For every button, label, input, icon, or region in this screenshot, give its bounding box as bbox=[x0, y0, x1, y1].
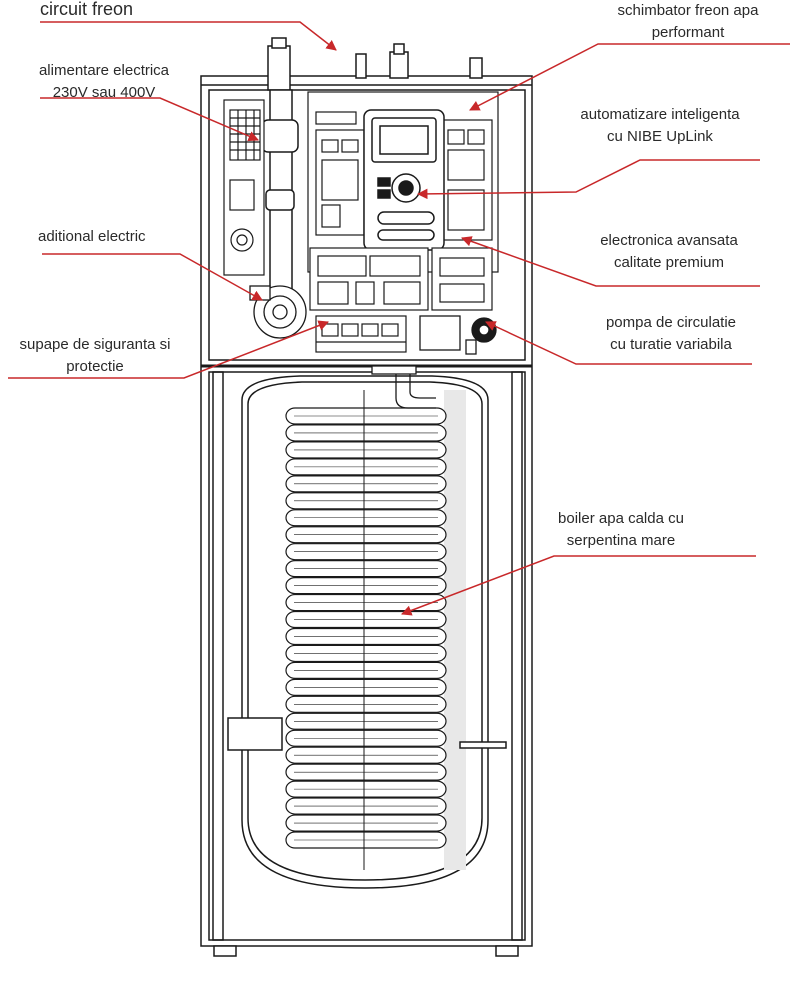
display-controller-unit bbox=[363, 109, 445, 251]
safety-valves-block bbox=[315, 315, 407, 353]
label-supape: supape de siguranta si protectie bbox=[19, 336, 171, 375]
leader-schimbator bbox=[469, 43, 790, 111]
leader-pompa bbox=[485, 321, 752, 365]
label-circuit-freon: circuit freon bbox=[40, 0, 134, 19]
leader-supape bbox=[8, 320, 329, 379]
coil-inlet-pipe bbox=[371, 365, 436, 409]
cabinet-feet bbox=[213, 945, 519, 957]
heating-coil bbox=[285, 390, 447, 870]
label-boiler: boiler apa calda cu serpentina mare bbox=[558, 510, 684, 549]
leader-aditional bbox=[42, 253, 263, 301]
label-electronica: electronica avansata calitate premium bbox=[600, 232, 738, 271]
leader-boiler bbox=[401, 555, 756, 616]
leader-alimentare bbox=[40, 97, 259, 142]
electric-heater-fan bbox=[249, 285, 307, 339]
label-aditional: aditional electric bbox=[38, 228, 146, 245]
top-pipe-connections bbox=[267, 37, 483, 91]
leader-lines bbox=[8, 21, 790, 616]
label-pompa: pompa de circulatie cu turatie variabila bbox=[605, 314, 737, 353]
label-alimentare: alimentare electrica 230V sau 400V bbox=[38, 62, 170, 101]
leader-circuit-freon bbox=[40, 21, 337, 51]
lower-electronics bbox=[309, 247, 493, 311]
power-supply-terminal-block bbox=[223, 99, 265, 276]
leader-electronica bbox=[461, 236, 760, 287]
leader-automatizare bbox=[416, 159, 760, 200]
vertical-pipe bbox=[261, 89, 299, 291]
label-automatizare: automatizare inteligenta cu NIBE UpLink bbox=[580, 106, 740, 145]
label-schimbator: schimbator freon apa performant bbox=[617, 2, 759, 41]
